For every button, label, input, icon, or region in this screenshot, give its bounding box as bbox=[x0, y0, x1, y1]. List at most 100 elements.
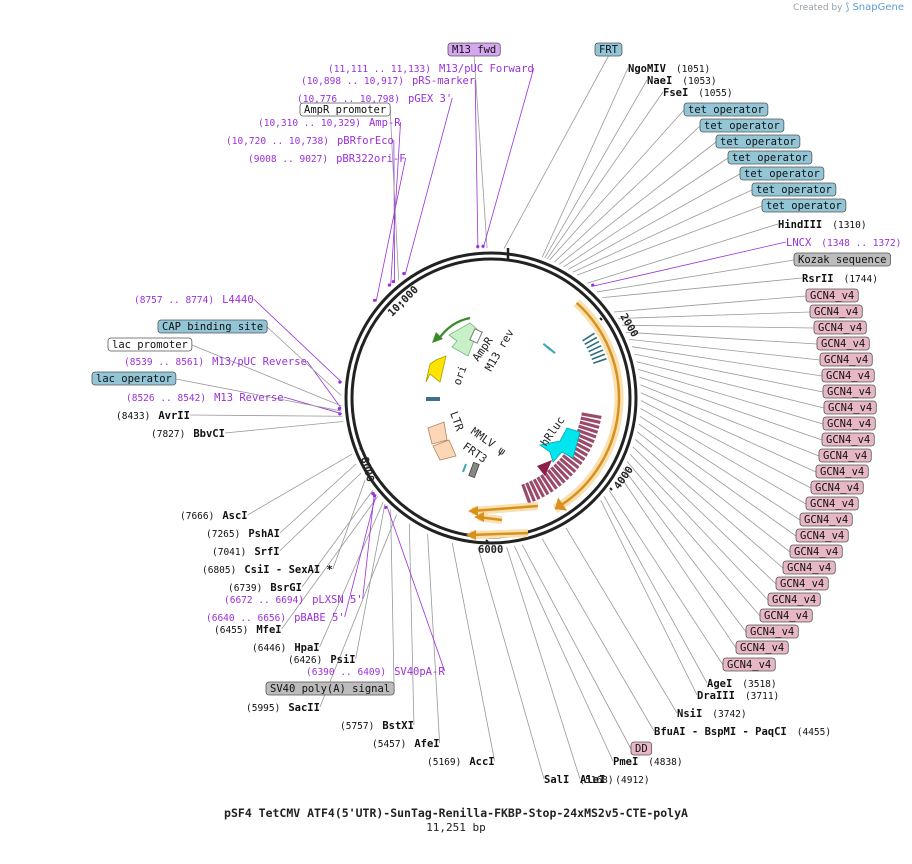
site-rsrii-name: RsrII bbox=[802, 273, 834, 285]
feat-gcn4-4-box bbox=[816, 336, 870, 351]
feat-gcn4-22-text: GCN4_v4 bbox=[750, 626, 794, 638]
primer-m13-puc-reverse-position: (8539 .. 8561) bbox=[124, 357, 204, 368]
site-ngomiv-name: NgoMIV bbox=[628, 63, 667, 75]
primer-pgex3-mark bbox=[402, 271, 406, 276]
feat-tet-op-5-text: tet operator bbox=[744, 168, 820, 180]
credit-brand: SnapGene bbox=[852, 2, 904, 13]
short-orf bbox=[469, 531, 529, 537]
feat-m13fwd-leader bbox=[473, 55, 488, 249]
feat-tet-op-5: tet operator bbox=[739, 166, 825, 181]
primer-lncx-position: (1348 .. 1372) bbox=[821, 238, 901, 249]
feat-gcn4-10-text: GCN4_v4 bbox=[826, 434, 870, 446]
primer-pbr322ori-f-name: pBR322ori-F bbox=[336, 153, 406, 165]
feat-gcn4-1-text: GCN4_v4 bbox=[810, 290, 854, 302]
site-hindiii-leader bbox=[587, 223, 779, 284]
feat-gcn4-16-text: GCN4_v4 bbox=[800, 530, 844, 542]
feat-gcn4-6: GCN4_v4 bbox=[821, 368, 875, 383]
site-pmei: PmeI(4838) bbox=[613, 756, 683, 768]
primer-pgex3-position: (10,776 .. 10,798) bbox=[297, 94, 400, 105]
site-draiii-leader bbox=[600, 500, 698, 696]
site-bstxi-leader bbox=[408, 523, 415, 726]
site-pmei-name: PmeI bbox=[613, 756, 638, 768]
site-sali: SalI(5168) bbox=[544, 774, 614, 786]
site-bsrgi-position: (6739) bbox=[228, 583, 262, 594]
primer-prs-marker-mark bbox=[476, 244, 480, 249]
feat-gcn4-14-text: GCN4_v4 bbox=[810, 498, 854, 510]
orf-arc-halo bbox=[552, 299, 624, 513]
site-fsei-position: (1055) bbox=[698, 88, 732, 99]
gcn4-block bbox=[559, 457, 577, 473]
backbone-outer-ring bbox=[344, 251, 638, 545]
primer-pbr322ori-f: pBR322ori-F (9008 .. 9027) bbox=[248, 153, 406, 165]
frt-block bbox=[546, 346, 556, 354]
feat-gcn4-9-box bbox=[822, 416, 876, 431]
feat-tet-op-3-text: tet operator bbox=[720, 136, 796, 148]
primer-m13-puc-forward-leader bbox=[482, 67, 535, 249]
short-orf-head bbox=[468, 506, 478, 516]
feat-tet-op-3: tet operator bbox=[715, 134, 801, 149]
primer-pgex3: pGEX 3'(10,776 .. 10,798) bbox=[297, 93, 452, 105]
gcn4-block bbox=[529, 480, 541, 500]
site-sali-position: (5168) bbox=[579, 775, 613, 786]
feat-dd-text: DD bbox=[635, 743, 648, 755]
feat-gcn4-14-box bbox=[805, 496, 859, 511]
site-psii-leader bbox=[355, 503, 386, 660]
primer-plxsn5-name: pLXSN 5' bbox=[312, 594, 363, 606]
feat-frt-leader bbox=[503, 55, 609, 249]
site-draiii-name: DraIII bbox=[697, 690, 735, 702]
feat-gcn4-17-box bbox=[789, 544, 843, 559]
primer-lncx-leader bbox=[591, 241, 787, 287]
feat-gcn4-6-text: GCN4_v4 bbox=[826, 370, 870, 382]
feat-tet-op-7-leader bbox=[576, 205, 763, 276]
feat-gcn4-2-box bbox=[809, 304, 863, 319]
feat-cap-site-leader bbox=[266, 326, 342, 396]
feat-gcn4-2-text: GCN4_v4 bbox=[814, 306, 858, 318]
feat-gcn4-19: GCN4_v4 bbox=[775, 576, 829, 591]
feat-gcn4-2-leader bbox=[618, 311, 811, 319]
site-bfuai-name: BfuAI - BspMI - PaqCI bbox=[654, 726, 787, 738]
site-afei: AfeI(5457) bbox=[372, 738, 440, 750]
site-agei-position: (3518) bbox=[742, 679, 776, 690]
site-bbvci-name: BbvCI bbox=[193, 428, 225, 440]
primer-m13-puc-forward-mark bbox=[481, 244, 485, 248]
primer-pbrforeco-mark bbox=[391, 279, 395, 284]
feat-tet-op-1: tet operator bbox=[683, 102, 769, 117]
primer-plxsn5-mark bbox=[371, 492, 375, 496]
feat-gcn4-16: GCN4_v4 bbox=[795, 528, 849, 543]
site-naei-name: NaeI bbox=[647, 75, 672, 87]
feat-gcn4-16-leader bbox=[638, 423, 797, 537]
site-psii-name: PsiI bbox=[330, 654, 355, 666]
feat-gcn4-9-text: GCN4_v4 bbox=[827, 418, 871, 430]
gcn4-block bbox=[521, 483, 532, 504]
tet-operator-block bbox=[582, 332, 595, 342]
feat-lac-promoter: lac promoter bbox=[107, 337, 193, 352]
site-bbvci-leader bbox=[224, 421, 343, 434]
tet-operator-block bbox=[588, 344, 602, 353]
feat-m13fwd: M13 fwd bbox=[447, 42, 501, 57]
feat-tet-op-5-box bbox=[739, 166, 825, 181]
feat-tet-op-3-box bbox=[715, 134, 801, 149]
site-nsii: NsiI(3742) bbox=[677, 708, 747, 720]
feat-gcn4-24-text: GCN4_v4 bbox=[727, 659, 771, 671]
feat-lac-promoter-leader bbox=[191, 344, 342, 407]
primer-l4440-mark bbox=[338, 380, 342, 384]
site-avrii-position: (8433) bbox=[116, 411, 150, 422]
site-alei-name: AleI bbox=[580, 774, 605, 786]
primer-sv40pa-r-position: (6390 .. 6409) bbox=[306, 667, 386, 678]
site-afei-name: AfeI bbox=[414, 738, 439, 750]
ruler-tick-1 bbox=[609, 487, 613, 491]
feat-gcn4-21-box bbox=[759, 608, 813, 623]
feat-frt: FRT bbox=[594, 42, 623, 57]
feat-tet-op-6-text: tet operator bbox=[756, 184, 832, 196]
site-alei-leader bbox=[506, 547, 581, 780]
feat-tet-op-2-box bbox=[699, 118, 785, 133]
feat-tet-op-4-box bbox=[727, 150, 813, 165]
primer-m13-puc-forward-position: (11,111 .. 11,133) bbox=[328, 64, 431, 75]
ltr-label: LTR bbox=[447, 410, 466, 433]
primer-m13-reverse-position: (8526 .. 8542) bbox=[126, 393, 206, 404]
site-fsei-name: FseI bbox=[663, 87, 688, 99]
primer-pbr322ori-f-position: (9008 .. 9027) bbox=[248, 154, 328, 165]
primer-pgex3-leader bbox=[404, 97, 453, 276]
